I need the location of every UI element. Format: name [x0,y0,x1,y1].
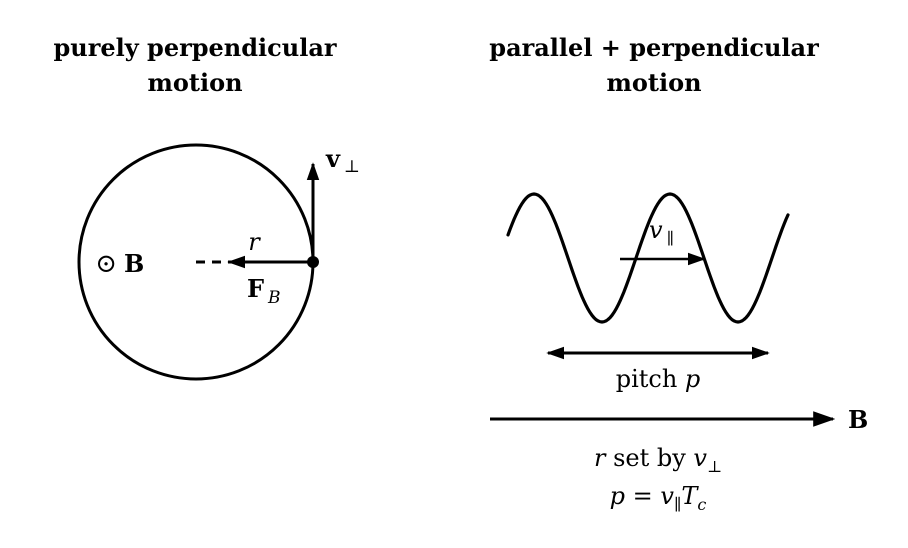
left-panel: purely perpendicular motion ⊙ B r F B v … [53,33,360,381]
left-title-line2: motion [147,68,242,97]
field-out-of-page-symbol: ⊙ [95,249,117,279]
field-label-b-right: B [848,405,868,434]
caption-pitch-equation: p = v∥Tc [610,482,707,514]
perpendicular-velocity-label: v ⊥ [325,144,360,177]
right-title-line1: parallel + perpendicular [489,33,819,62]
pitch-label: pitch p [616,365,701,393]
right-title-line2: motion [606,68,701,97]
right-panel: parallel + perpendicular motion v ∥ pitc… [489,33,868,514]
helical-trajectory [506,192,790,324]
left-title-line1: purely perpendicular [53,33,336,62]
radius-label: r [248,228,261,256]
field-label-b-left: B [124,249,144,278]
caption-radius-set-by: r set by v⊥ [594,444,722,476]
particle-dot [307,256,319,268]
parallel-velocity-label: v ∥ [649,216,674,248]
force-label: F B [247,274,281,308]
